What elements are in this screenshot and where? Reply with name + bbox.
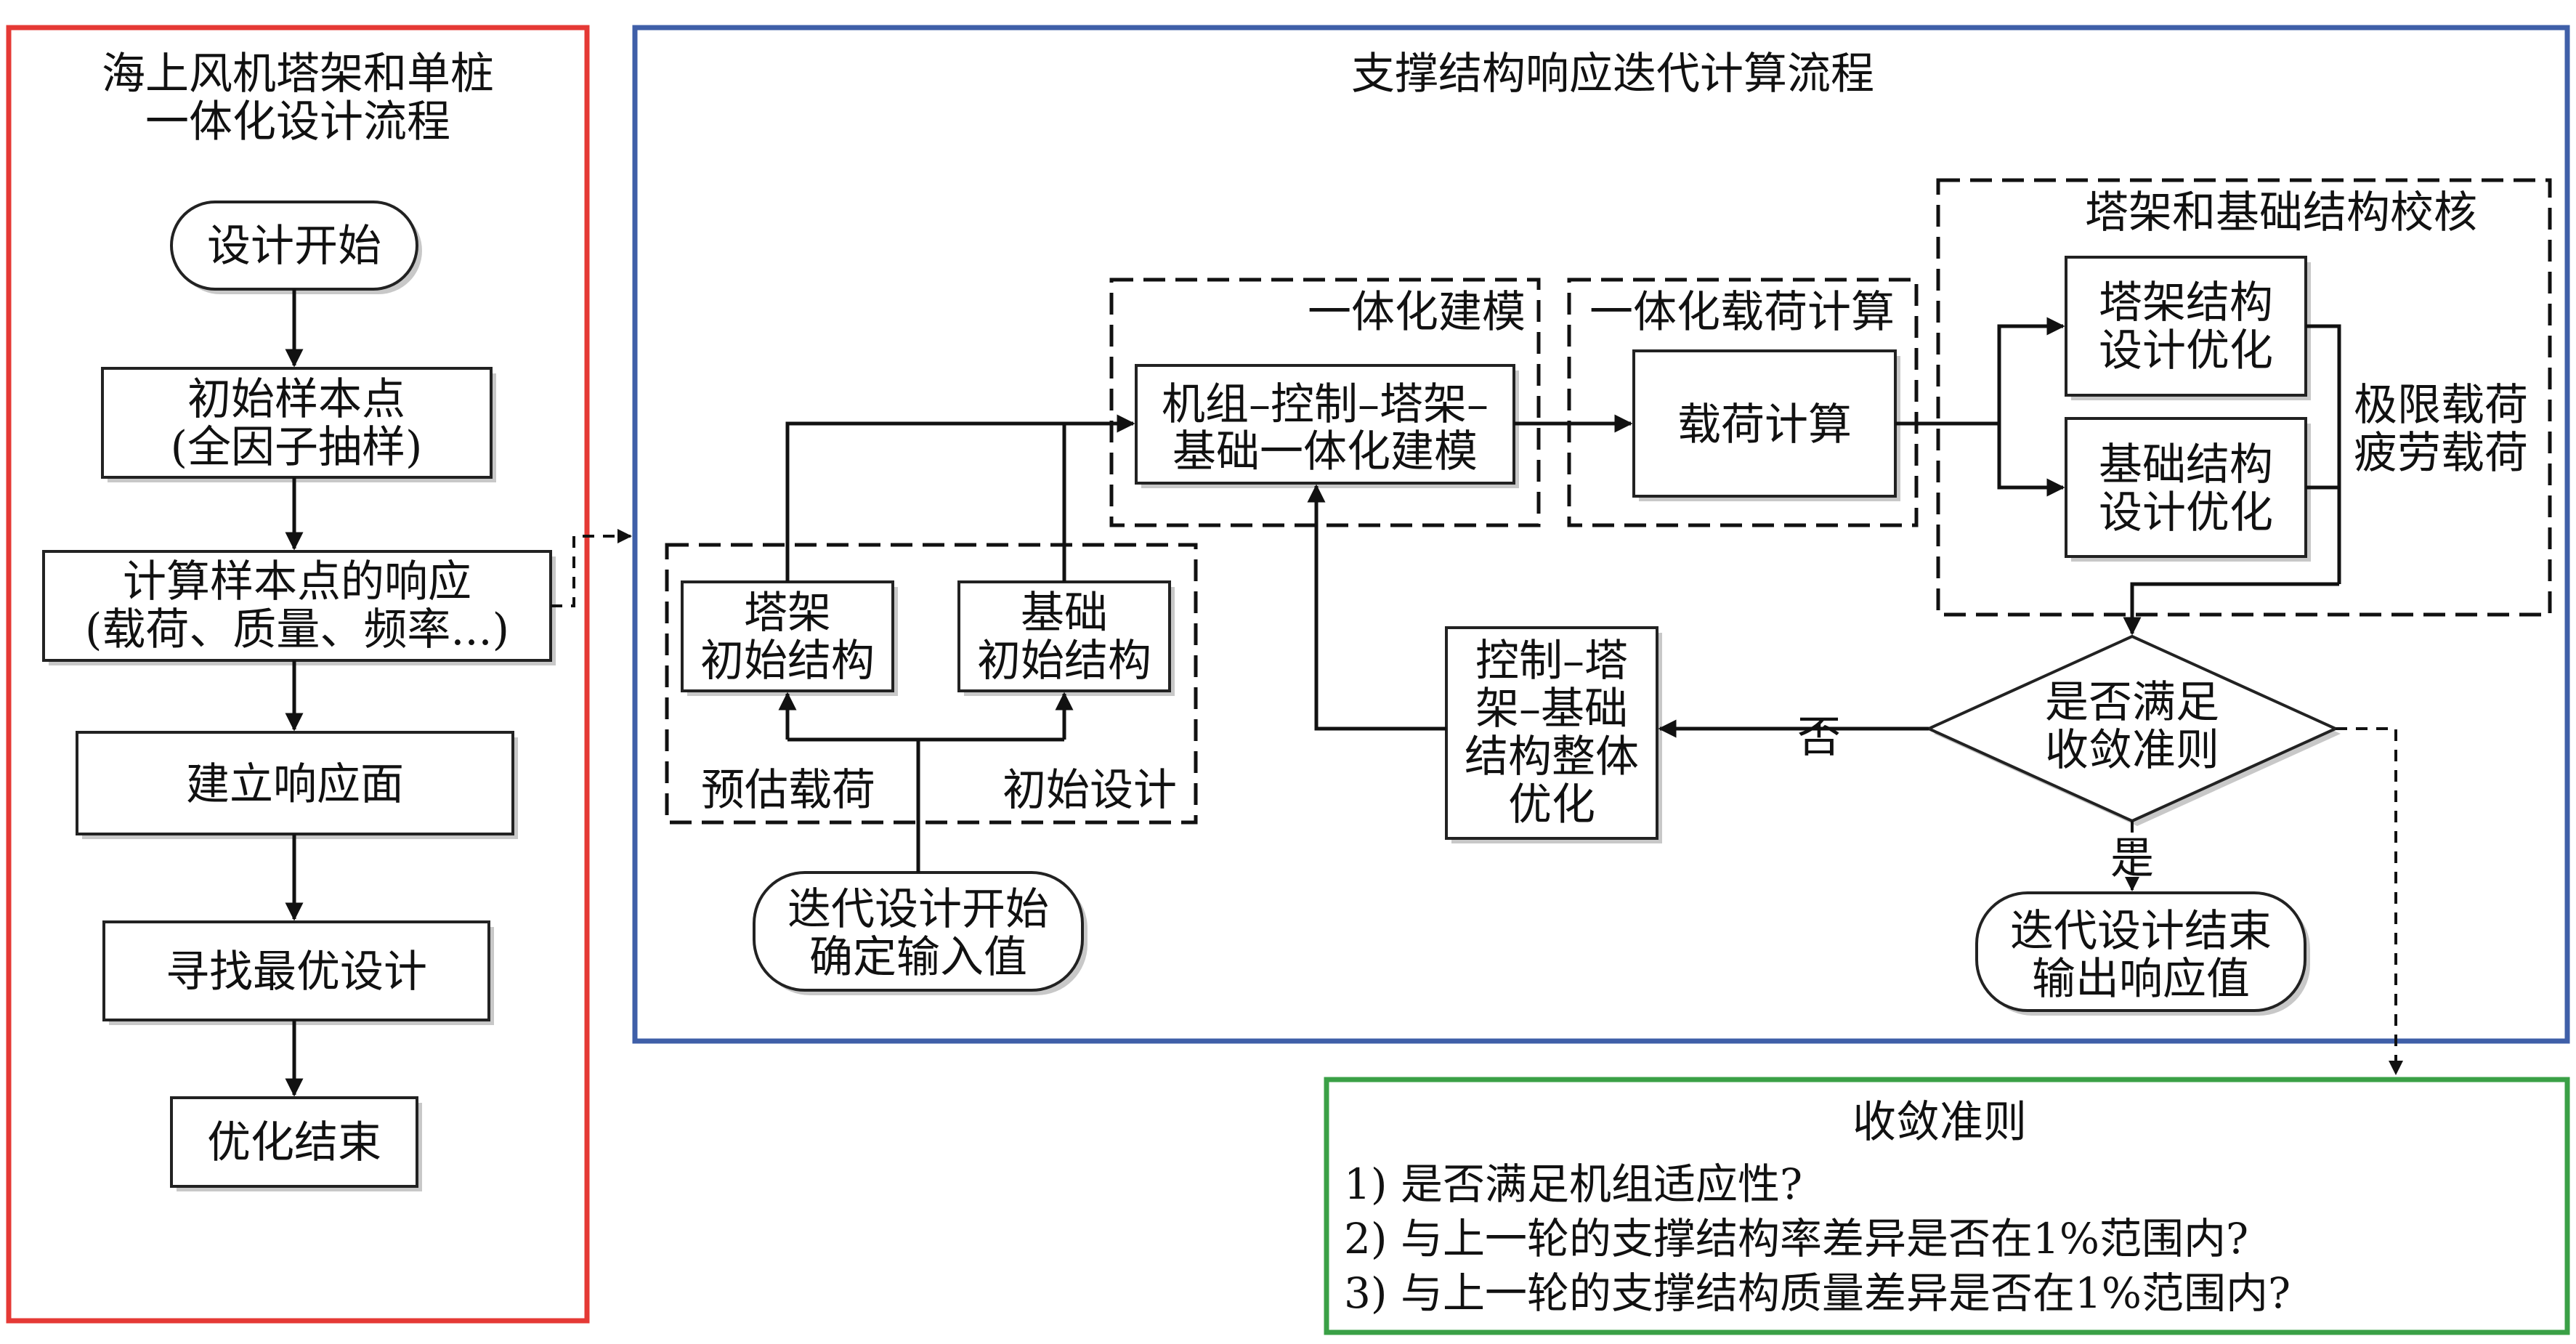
iteration-end-label: 迭代设计结束 bbox=[2010, 906, 2272, 957]
arrow-branch-to-foundation-opt bbox=[1997, 424, 2065, 497]
criteria-item-2: 2) 与上一轮的支撑结构率差异是否在1%范围内? bbox=[1344, 1214, 2248, 1263]
initial-sample-sublabel: (全因子抽样) bbox=[171, 422, 423, 473]
design-start-node: 设计开始 bbox=[170, 201, 422, 294]
left-panel-title-line2: 一体化设计流程 bbox=[145, 97, 450, 147]
overall-opt-node: 控制–塔 架–基础 结构整体 优化 bbox=[1445, 626, 1662, 843]
overall-opt-label-3: 结构整体 bbox=[1465, 732, 1639, 782]
compute-response-sublabel: (载荷、质量、频率...) bbox=[85, 604, 509, 655]
foundation-opt-label: 基础结构 bbox=[2099, 440, 2273, 490]
optimization-end-node: 优化结束 bbox=[170, 1096, 422, 1191]
center-panel-frame bbox=[632, 25, 2570, 1044]
no-label: 否 bbox=[1797, 712, 1841, 763]
center-panel-title: 支撑结构响应迭代计算流程 bbox=[1351, 49, 1874, 100]
left-panel-title: 海上风机塔架和单桩 bbox=[102, 49, 494, 100]
integrated-load-group bbox=[1567, 278, 1919, 527]
find-optimal-label: 寻找最优设计 bbox=[166, 947, 427, 997]
iteration-end-node: 迭代设计结束 输出响应值 bbox=[1975, 891, 2310, 1016]
left-panel-frame bbox=[6, 25, 590, 1324]
iteration-start-node: 迭代设计开始 确定输入值 bbox=[753, 871, 1087, 995]
estimated-load-label: 预估载荷 bbox=[701, 765, 875, 816]
integrated-modeling-label: 机组–控制–塔架– bbox=[1162, 379, 1489, 430]
build-surface-node: 建立响应面 bbox=[76, 731, 518, 839]
overall-opt-label-4: 优化 bbox=[1508, 780, 1595, 830]
integrated-modeling-group bbox=[1109, 278, 1541, 527]
tower-opt-sublabel: 设计优化 bbox=[2099, 325, 2273, 376]
load-calc-label: 载荷计算 bbox=[1677, 400, 1852, 450]
line-tower-initial-up bbox=[785, 414, 1135, 582]
convergence-decision-node: 是否满足 收敛准则 bbox=[1925, 634, 2341, 826]
iteration-end-sublabel: 输出响应值 bbox=[2032, 954, 2250, 1005]
tower-opt-label: 塔架结构 bbox=[2099, 278, 2273, 328]
iteration-start-label: 迭代设计开始 bbox=[787, 884, 1049, 935]
build-surface-label: 建立响应面 bbox=[186, 759, 404, 810]
foundation-opt-node: 基础结构 设计优化 bbox=[2065, 417, 2311, 562]
criteria-item-3: 3) 与上一轮的支撑结构质量差异是否在1%范围内? bbox=[1344, 1268, 2291, 1318]
optimization-end-label: 优化结束 bbox=[207, 1117, 381, 1168]
yes-label: 是 bbox=[2110, 833, 2154, 884]
foundation-initial-node: 基础 初始结构 bbox=[957, 580, 1175, 696]
limit-load-label: 极限载荷 bbox=[2354, 380, 2528, 431]
tower-initial-sublabel: 初始结构 bbox=[700, 636, 875, 687]
foundation-initial-label: 基础 bbox=[1021, 588, 1108, 639]
center-panel: 支撑结构响应迭代计算流程 一体化建模 机组–控制–塔架– 基础一体化建模 一体化… bbox=[632, 25, 2570, 1044]
load-calc-node: 载荷计算 bbox=[1632, 349, 1900, 501]
left-panel: 海上风机塔架和单桩 一体化设计流程 设计开始 初始样本点 (全因子抽样) 计算样… bbox=[6, 25, 590, 1324]
arrow-opt-to-modeling bbox=[1307, 484, 1446, 731]
overall-opt-label-1: 控制–塔 bbox=[1475, 636, 1628, 687]
criteria-panel-frame bbox=[1324, 1077, 2570, 1335]
compute-response-node: 计算样本点的响应 (载荷、质量、频率...) bbox=[42, 550, 556, 665]
find-optimal-node: 寻找最优设计 bbox=[102, 920, 494, 1025]
initial-sample-node: 初始样本点 (全因子抽样) bbox=[101, 367, 496, 482]
line-tower-opt-out bbox=[2306, 324, 2341, 584]
structure-check-group bbox=[1936, 178, 2552, 617]
compute-response-label: 计算样本点的响应 bbox=[123, 556, 471, 607]
integrated-load-group-label: 一体化载荷计算 bbox=[1589, 287, 1895, 338]
integrated-modeling-node: 机组–控制–塔架– 基础一体化建模 bbox=[1135, 364, 1519, 488]
arrow-branch-to-tower-opt bbox=[1997, 317, 2065, 424]
foundation-initial-sublabel: 初始结构 bbox=[977, 636, 1151, 687]
criteria-title: 收敛准则 bbox=[1852, 1097, 2027, 1148]
initial-structure-group bbox=[665, 543, 1198, 825]
criteria-panel: 收敛准则 1) 是否满足机组适应性? 2) 与上一轮的支撑结构率差异是否在1%范… bbox=[1324, 1077, 2570, 1335]
initial-sample-label: 初始样本点 bbox=[187, 374, 405, 425]
criteria-item-1: 1) 是否满足机组适应性? bbox=[1344, 1159, 1802, 1209]
fatigue-load-label: 疲劳载荷 bbox=[2354, 428, 2528, 479]
iteration-start-sublabel: 确定输入值 bbox=[809, 932, 1027, 983]
decision-label: 是否满足 bbox=[2045, 677, 2219, 728]
foundation-opt-sublabel: 设计优化 bbox=[2099, 487, 2273, 538]
connector-left-to-center bbox=[551, 529, 632, 607]
design-start-label: 设计开始 bbox=[207, 221, 381, 272]
arrow-check-to-decision bbox=[2123, 582, 2339, 636]
connector-decision-to-criteria bbox=[2336, 727, 2403, 1075]
overall-opt-label-2: 架–基础 bbox=[1475, 684, 1628, 734]
tower-initial-label: 塔架 bbox=[744, 588, 831, 639]
decision-sublabel: 收敛准则 bbox=[2045, 725, 2219, 776]
integrated-modeling-group-label: 一体化建模 bbox=[1308, 287, 1526, 338]
integrated-modeling-sublabel: 基础一体化建模 bbox=[1172, 426, 1478, 477]
initial-design-label: 初始设计 bbox=[1003, 765, 1177, 816]
tower-initial-node: 塔架 初始结构 bbox=[681, 580, 898, 696]
structure-check-group-label: 塔架和基础结构校核 bbox=[2085, 187, 2477, 238]
tower-opt-node: 塔架结构 设计优化 bbox=[2065, 256, 2311, 400]
